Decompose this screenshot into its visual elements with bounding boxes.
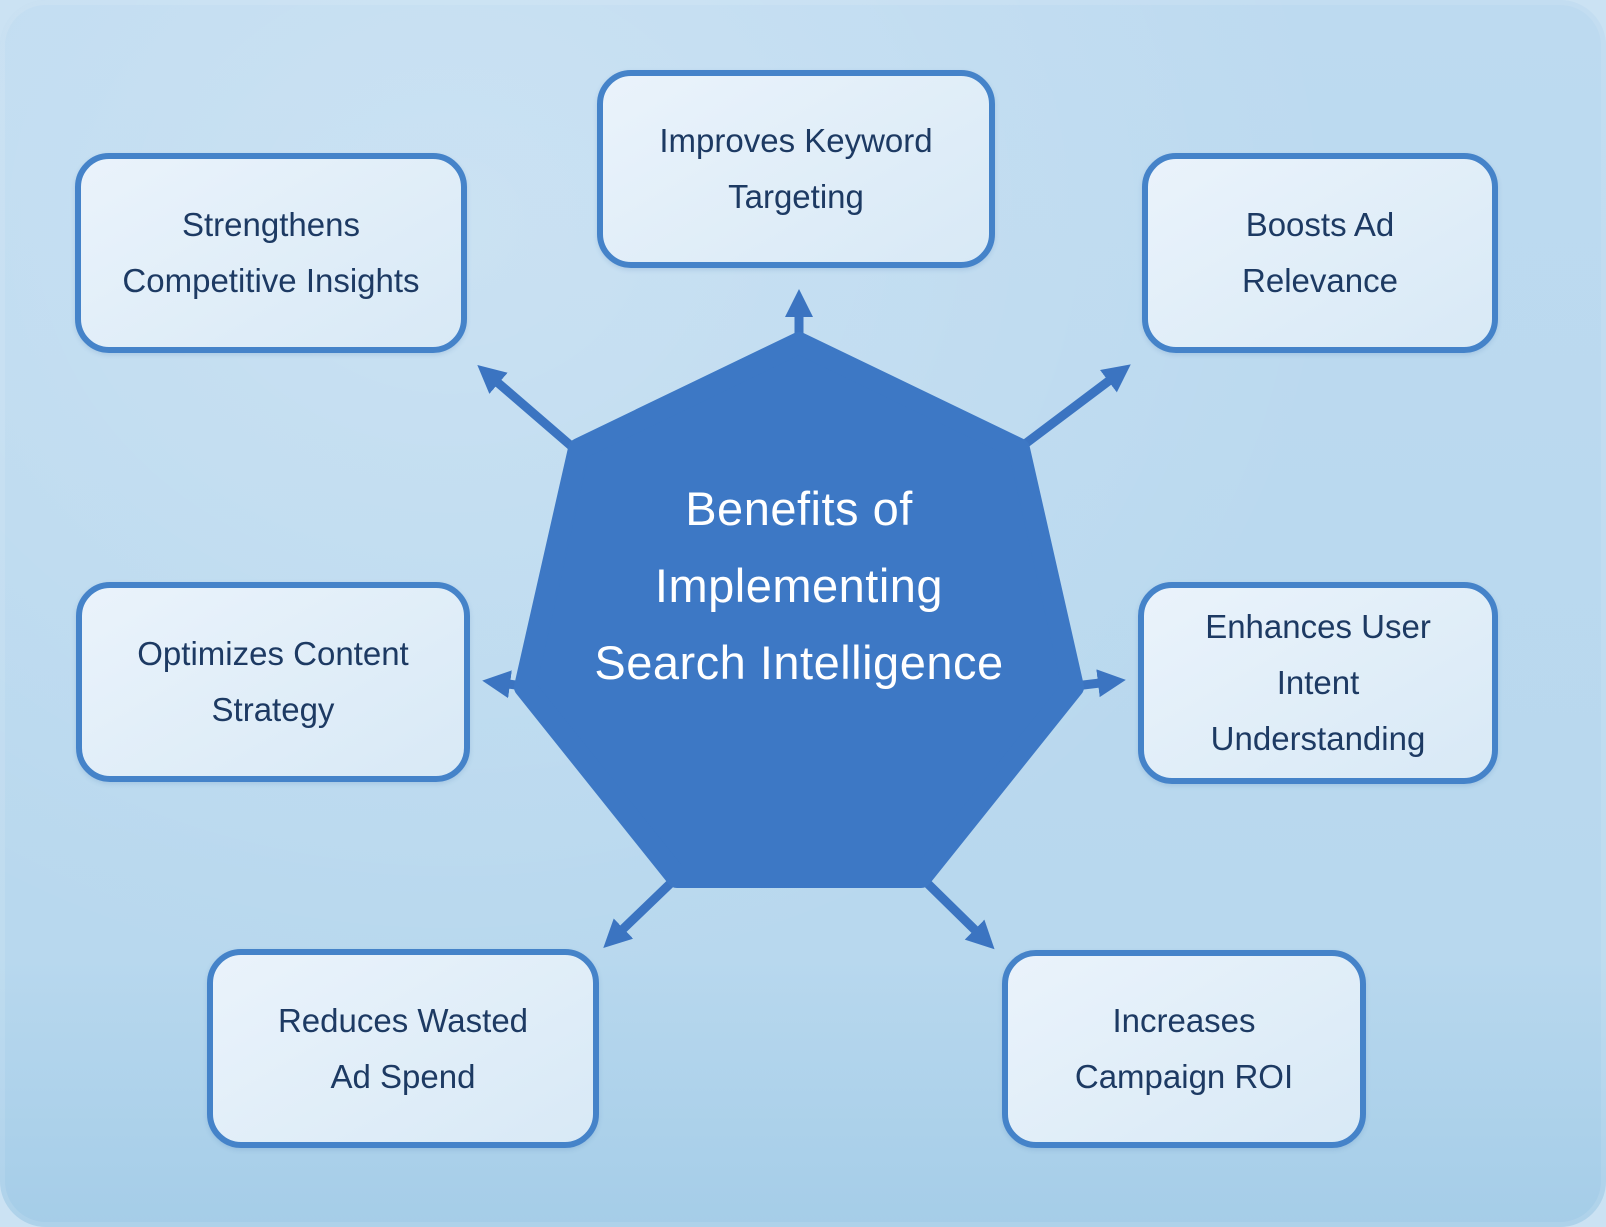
node-box-optimizes-content-strategy: Optimizes Content Strategy bbox=[76, 582, 470, 782]
node-box-boosts-ad-relevance: Boosts Ad Relevance bbox=[1142, 153, 1498, 353]
node-box-strengthens-competitive-insights: Strengthens Competitive Insights bbox=[75, 153, 467, 353]
node-label: Improves Keyword Targeting bbox=[659, 122, 933, 215]
node-label: Optimizes Content Strategy bbox=[137, 635, 409, 728]
node-box-improves-keyword-targeting: Improves Keyword Targeting bbox=[597, 70, 995, 268]
node-box-increases-campaign-roi: Increases Campaign ROI bbox=[1002, 950, 1366, 1148]
node-label: Enhances User Intent Understanding bbox=[1205, 608, 1431, 757]
center-title: Benefits of Implementing Search Intellig… bbox=[594, 482, 1004, 689]
node-box-reduces-wasted-ad-spend: Reduces Wasted Ad Spend bbox=[207, 949, 599, 1148]
node-label: Increases Campaign ROI bbox=[1074, 1002, 1294, 1095]
node-label: Reduces Wasted Ad Spend bbox=[277, 1001, 529, 1095]
node-label: Strengthens Competitive Insights bbox=[122, 206, 420, 299]
arrow-bottom-right bbox=[918, 874, 995, 950]
arrow-top-right bbox=[1016, 364, 1131, 452]
arrow-bottom-left bbox=[603, 874, 680, 949]
center-heptagon bbox=[514, 332, 1084, 888]
node-label: Boosts Ad Relevance bbox=[1242, 206, 1398, 299]
node-box-enhances-user-intent-understanding: Enhances User Intent Understanding bbox=[1138, 582, 1498, 784]
arrow-top-left bbox=[477, 365, 582, 456]
